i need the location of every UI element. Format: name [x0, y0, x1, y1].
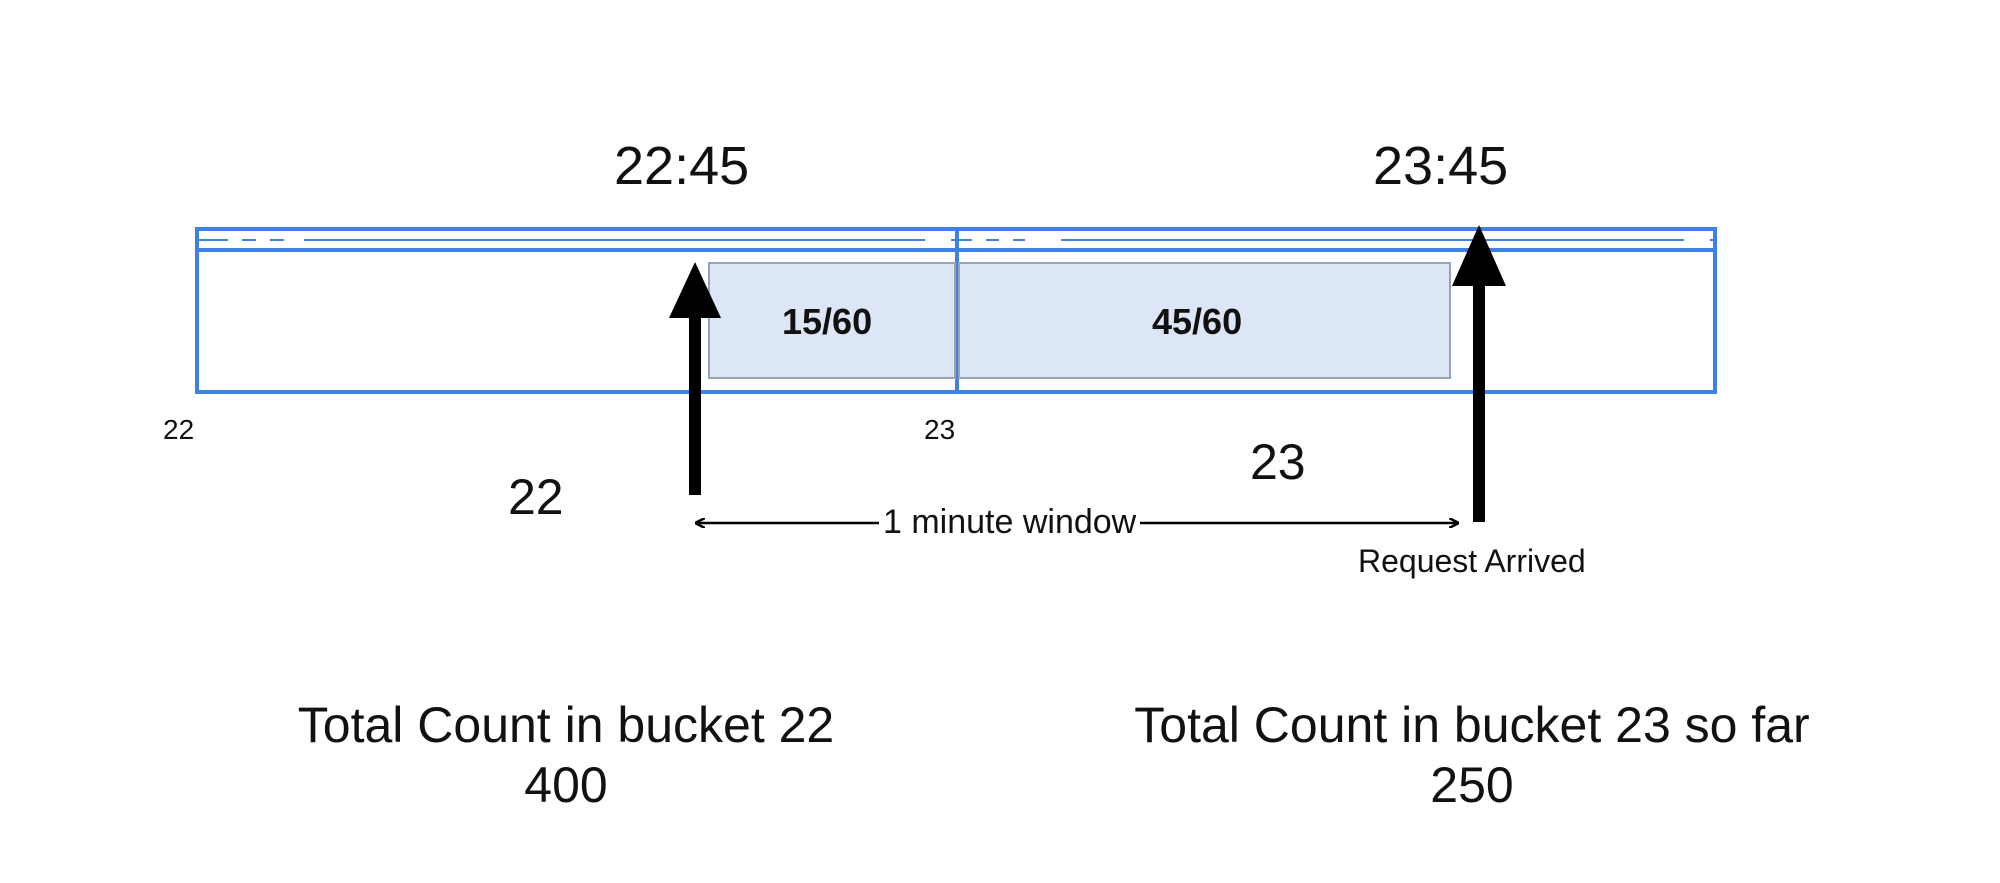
- window-part-bucket-23: [958, 262, 1451, 379]
- header-dash: [1025, 235, 1061, 242]
- header-dash: [228, 235, 242, 242]
- bucket-23-total-value: 250: [1430, 757, 1514, 813]
- bucket-22-total-title: Total Count in bucket 22: [297, 697, 835, 753]
- window-part-bucket-22: [708, 262, 956, 379]
- header-dash: [972, 235, 986, 242]
- bucket-22-total: Total Count in bucket 22 400: [216, 695, 916, 815]
- header-dash: [1684, 235, 1710, 242]
- bucket-start-tick-23: 23: [924, 414, 956, 445]
- window-start-arrow-head: [669, 262, 721, 318]
- request-time: 23:45: [1373, 136, 1509, 196]
- header-dash: [925, 235, 951, 242]
- bucket-23-total: Total Count in bucket 23 so far 250: [1032, 695, 1912, 815]
- bucket-start-tick-22: 22: [163, 414, 195, 445]
- window-span-label: 1 minute window: [879, 505, 1141, 539]
- window-fraction-bucket-23: 45/60: [1152, 301, 1243, 342]
- bucket-22-total-value: 400: [524, 757, 608, 813]
- window-fraction-bucket-22: 15/60: [782, 301, 873, 342]
- request-arrived-label: Request Arrived: [1358, 543, 1586, 579]
- window-start-time: 22:45: [614, 136, 750, 196]
- request-arrow-head: [1452, 225, 1506, 286]
- bucket-label-22: 22: [508, 469, 564, 525]
- header-dash: [999, 235, 1013, 242]
- header-dash: [256, 235, 270, 242]
- bucket-23-total-title: Total Count in bucket 23 so far: [1134, 697, 1810, 753]
- header-dash: [284, 235, 304, 242]
- bucket-label-23: 23: [1250, 434, 1306, 490]
